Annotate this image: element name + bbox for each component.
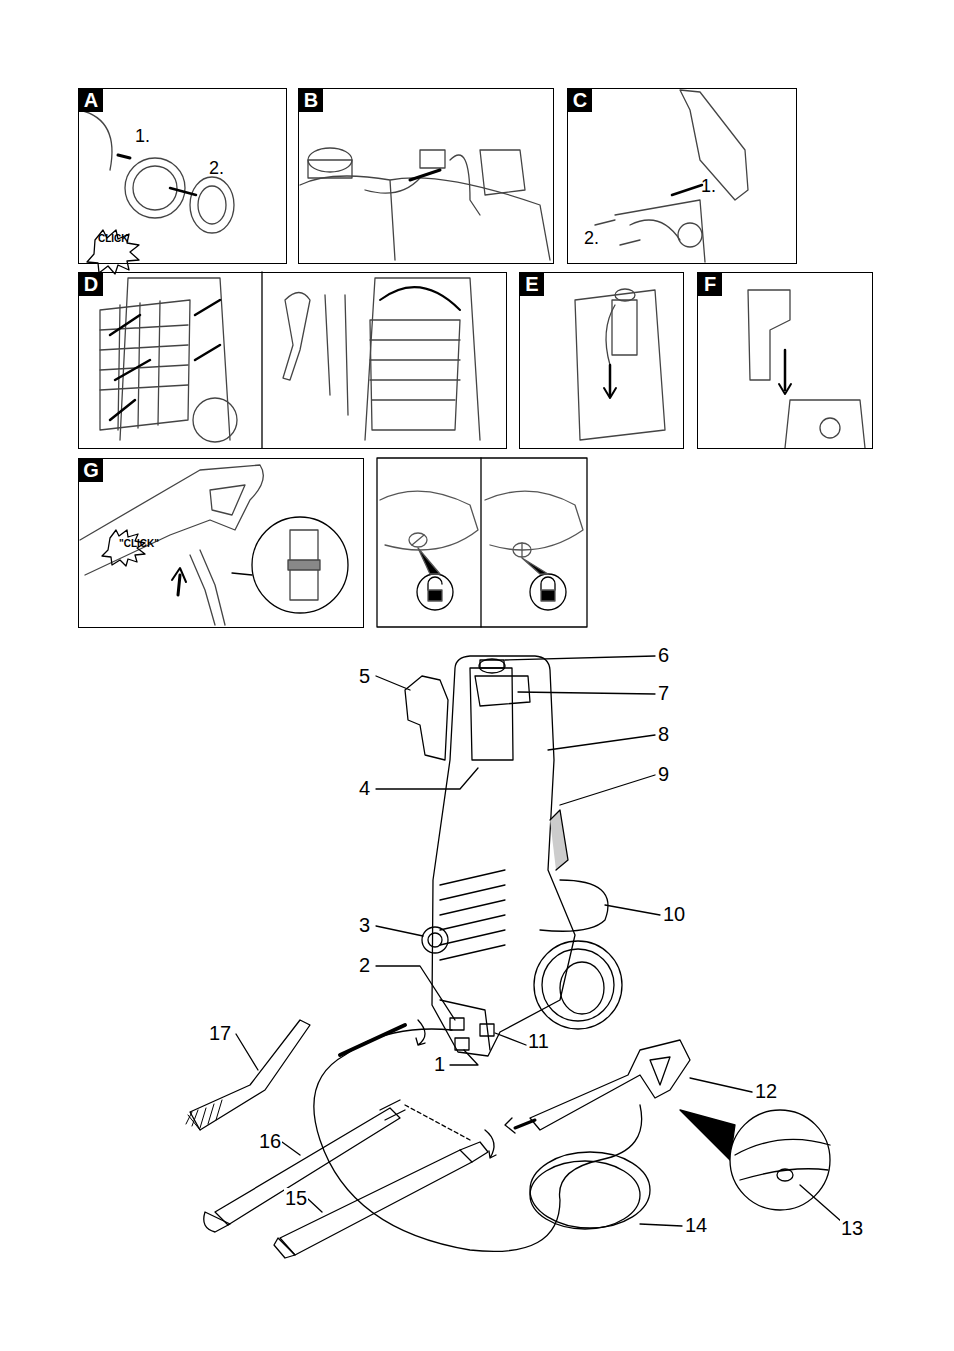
pressure-washer — [186, 656, 842, 1258]
figure-panel: E — [519, 272, 684, 449]
figure-panel: G "CLICK" — [78, 458, 364, 628]
panel-letter: C — [568, 89, 592, 112]
panel-letter: G — [79, 459, 103, 482]
callout-number: 3 — [358, 915, 371, 935]
panel-letter: D — [79, 273, 103, 296]
step-number: 2. — [584, 229, 599, 247]
callout-number: 14 — [684, 1215, 708, 1235]
callout-number: 11 — [527, 1031, 550, 1051]
figure-panel: F — [697, 272, 873, 449]
callout-number: 7 — [657, 683, 670, 703]
callout-number: 2 — [358, 955, 371, 975]
step-number: 2. — [209, 159, 224, 177]
callout-number: 13 — [840, 1218, 864, 1238]
callout-number: 8 — [657, 724, 670, 744]
panel-letter: A — [79, 89, 103, 112]
callout-number: 17 — [208, 1023, 232, 1043]
figure-panel: B — [298, 88, 554, 264]
step-number: 1. — [135, 127, 150, 145]
click-text: "CLICK" — [119, 539, 159, 549]
callout-number: 1 — [433, 1054, 446, 1074]
panel-divider — [480, 458, 481, 627]
panel-sketches — [80, 90, 865, 625]
callout-number: 15 — [284, 1188, 308, 1208]
figure-panel: C 1. 2. — [567, 88, 797, 264]
callout-number: 6 — [657, 645, 670, 665]
panel-letter: F — [698, 273, 722, 296]
callout-number: 16 — [258, 1131, 282, 1151]
click-text: CLICK — [98, 234, 129, 244]
panel-letter: E — [520, 273, 544, 296]
panel-letter: B — [299, 89, 323, 112]
step-number: 1. — [701, 177, 716, 195]
callout-number: 9 — [657, 764, 670, 784]
figure-panel: D — [78, 272, 507, 449]
panel-divider — [261, 272, 262, 448]
lock-panel — [377, 458, 587, 627]
callout-number: 5 — [358, 666, 371, 686]
callout-number: 12 — [754, 1081, 778, 1101]
lock-sketch — [380, 491, 583, 610]
callout-number: 10 — [662, 904, 686, 924]
figure-panel: A 1. 2. CLICK — [78, 88, 287, 264]
callout-number: 4 — [358, 778, 371, 798]
